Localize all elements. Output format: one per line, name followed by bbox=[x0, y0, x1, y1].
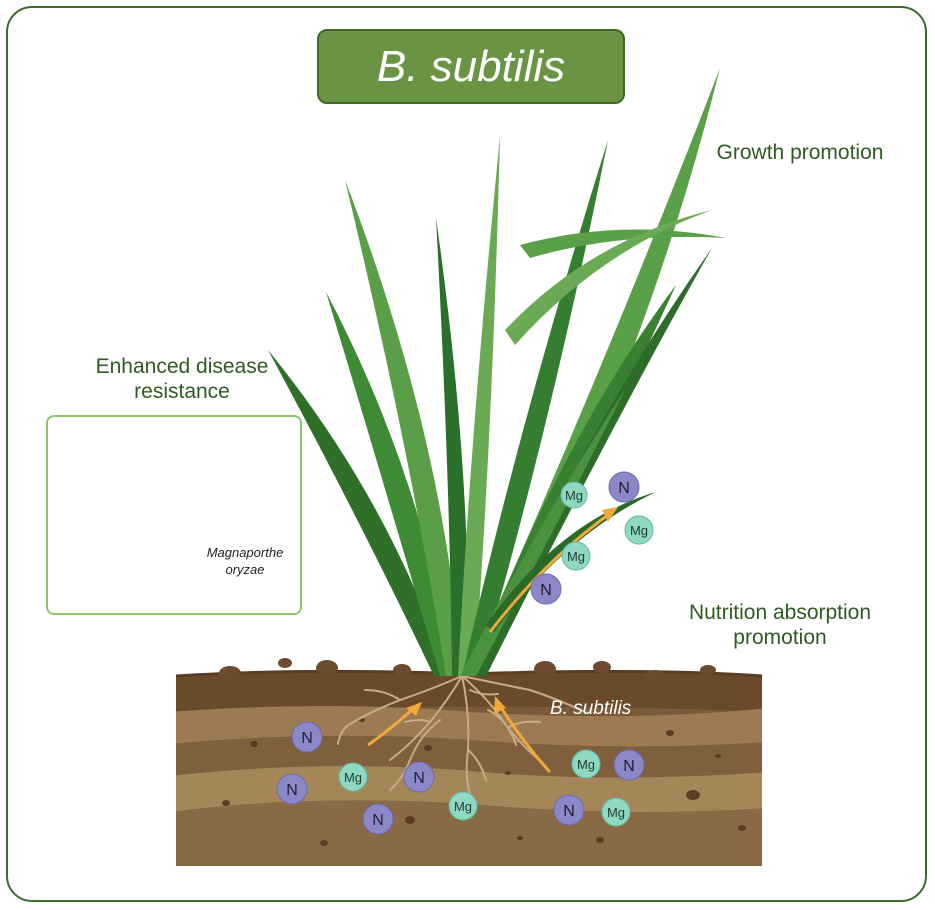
disease-inset-panel bbox=[46, 415, 302, 615]
svg-text:N: N bbox=[372, 812, 384, 829]
nitrogen-ion: N bbox=[608, 471, 640, 503]
svg-text:N: N bbox=[563, 803, 575, 820]
disease-resistance-label: Enhanced disease resistance bbox=[72, 354, 292, 404]
pathogen-label: Magnaporthe oryzae bbox=[205, 544, 285, 578]
magnesium-ion: Mg bbox=[624, 515, 654, 545]
pathogen-label-line2: oryzae bbox=[225, 562, 265, 577]
growth-promotion-label: Growth promotion bbox=[716, 141, 884, 164]
nutrition-absorption-label: Nutrition absorption promotion bbox=[660, 600, 900, 650]
svg-text:N: N bbox=[286, 782, 298, 799]
nutrient-ions: N Mg Mg Mg N N N Mg N N Mg Mg N N Mg bbox=[276, 471, 654, 835]
magnesium-ion: Mg bbox=[561, 541, 591, 571]
nitrogen-ion: N bbox=[613, 749, 645, 781]
magnesium-ion: Mg bbox=[601, 797, 631, 827]
magnesium-ion: Mg bbox=[338, 762, 368, 792]
nitrogen-ion: N bbox=[530, 573, 562, 605]
svg-text:N: N bbox=[618, 480, 630, 497]
svg-text:N: N bbox=[623, 758, 635, 775]
rice-plant bbox=[268, 68, 726, 676]
svg-text:Mg: Mg bbox=[577, 757, 595, 772]
svg-text:Mg: Mg bbox=[565, 488, 583, 503]
title-text: B. subtilis bbox=[376, 41, 566, 91]
svg-text:Mg: Mg bbox=[607, 805, 625, 820]
root-uptake-arrows bbox=[367, 696, 552, 774]
disease-label-line2: resistance bbox=[134, 380, 230, 403]
nitrogen-ion: N bbox=[291, 721, 323, 753]
nutrition-label-line2: promotion bbox=[733, 626, 827, 649]
svg-text:Mg: Mg bbox=[454, 799, 472, 814]
nitrogen-ion: N bbox=[553, 794, 585, 826]
nutrition-label-line1: Nutrition absorption bbox=[688, 601, 872, 624]
svg-text:N: N bbox=[301, 730, 313, 747]
magnesium-ion: Mg bbox=[571, 749, 601, 779]
nitrogen-ion: N bbox=[276, 773, 308, 805]
svg-text:Mg: Mg bbox=[567, 549, 585, 564]
soil-bacteria-label: B. subtilis bbox=[550, 698, 632, 719]
disease-label-line1: Enhanced disease bbox=[95, 355, 269, 378]
svg-text:Mg: Mg bbox=[344, 770, 362, 785]
magnesium-ion: Mg bbox=[560, 481, 588, 509]
nitrogen-ion: N bbox=[362, 803, 394, 835]
svg-text:N: N bbox=[413, 770, 425, 787]
svg-text:N: N bbox=[540, 582, 552, 599]
nitrogen-ion: N bbox=[403, 761, 435, 793]
svg-text:Mg: Mg bbox=[630, 523, 648, 538]
roots bbox=[337, 675, 586, 801]
magnesium-ion: Mg bbox=[448, 791, 478, 821]
title-banner: B. subtilis bbox=[317, 29, 625, 104]
pathogen-label-line1: Magnaporthe bbox=[206, 545, 284, 560]
